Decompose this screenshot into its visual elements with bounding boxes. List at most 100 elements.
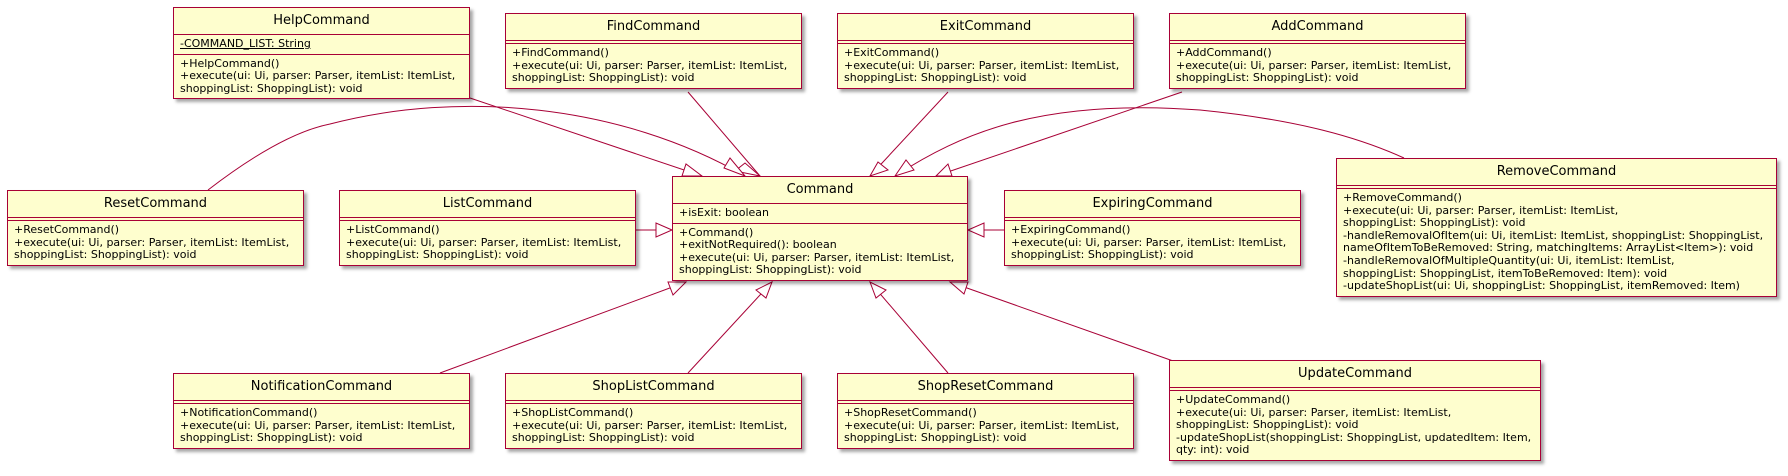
arrowhead-notification — [667, 281, 688, 296]
arrowhead-list — [655, 222, 674, 238]
method: +RemoveCommand() — [1343, 191, 1462, 204]
method: +execute(ui: Ui, parser: Parser, itemLis… — [14, 235, 290, 249]
edge-reset-command — [207, 105, 746, 191]
methods-section: +ListCommand() +execute(ui: Ui, parser: … — [340, 220, 635, 265]
methods-section: +AddCommand() +execute(ui: Ui, parser: P… — [1170, 43, 1465, 88]
class-reset-command: ResetCommand +ResetCommand() +execute(ui… — [7, 190, 304, 266]
edge-notification-command — [439, 281, 687, 374]
method: +HelpCommand() — [180, 56, 280, 70]
class-notification-command: NotificationCommand +NotificationCommand… — [173, 373, 470, 449]
class-update-command: UpdateCommand +UpdateCommand() +execute(… — [1169, 360, 1541, 461]
edge-shoplist-command — [687, 281, 773, 374]
method: shoppingList: ShoppingList): void — [1343, 216, 1526, 230]
method: +ShopListCommand() — [512, 406, 634, 419]
method: +execute(ui: Ui, parser: Parser, itemLis… — [844, 58, 1120, 72]
arrowhead-expiring — [966, 222, 985, 238]
method: +AddCommand() — [1176, 46, 1272, 59]
method: shoppingList: ShoppingList): void — [180, 431, 363, 445]
edge-exit-command — [869, 91, 949, 177]
methods-section: +HelpCommand() +execute(ui: Ui, parser: … — [174, 53, 469, 99]
class-find-command: FindCommand +FindCommand() +execute(ui: … — [505, 13, 802, 89]
method: +ExitCommand() — [844, 46, 940, 59]
attributes-section: -COMMAND_LIST: String — [174, 35, 469, 54]
method: shoppingList: ShoppingList): void — [1176, 71, 1359, 85]
class-name: FindCommand — [506, 14, 801, 41]
method: +execute(ui: Ui, parser: Parser, itemLis… — [512, 58, 788, 72]
method: +execute(ui: Ui, parser: Parser, itemLis… — [346, 235, 622, 249]
method: +exitNotRequired(): boolean — [679, 238, 837, 252]
arrowhead-update — [948, 281, 969, 295]
class-shoplist-command: ShopListCommand +ShopListCommand() +exec… — [505, 373, 802, 449]
method: +execute(ui: Ui, parser: Parser, itemLis… — [1343, 203, 1619, 217]
method: shoppingList: ShoppingList): void — [844, 71, 1027, 85]
edge-help-command — [469, 97, 703, 177]
class-name: NotificationCommand — [174, 374, 469, 401]
method: +Command() — [679, 225, 754, 239]
method: +FindCommand() — [512, 46, 609, 59]
methods-section: +ExpiringCommand() +execute(ui: Ui, pars… — [1005, 220, 1300, 265]
methods-section: +ExitCommand() +execute(ui: Ui, parser: … — [838, 43, 1133, 88]
method: shoppingList: ShoppingList): void — [1176, 418, 1359, 432]
method: shoppingList: ShoppingList): void — [14, 248, 197, 262]
methods-section: +UpdateCommand() +execute(ui: Ui, parser… — [1170, 390, 1540, 460]
methods-section: +NotificationCommand() +execute(ui: Ui, … — [174, 403, 469, 448]
class-shopreset-command: ShopResetCommand +ShopResetCommand() +ex… — [837, 373, 1134, 449]
method: shoppingList: ShoppingList): void — [346, 248, 529, 262]
class-name: RemoveCommand — [1337, 159, 1776, 186]
class-name: ShopResetCommand — [838, 374, 1133, 401]
class-expiring-command: ExpiringCommand +ExpiringCommand() +exec… — [1004, 190, 1301, 266]
class-name: ResetCommand — [8, 191, 303, 218]
methods-section: +ResetCommand() +execute(ui: Ui, parser:… — [8, 220, 303, 265]
method: +UpdateCommand() — [1176, 393, 1291, 406]
arrowhead-shopreset — [869, 280, 887, 299]
class-list-command: ListCommand +ListCommand() +execute(ui: … — [339, 190, 636, 266]
method: +ShopResetCommand() — [844, 406, 977, 419]
method: +execute(ui: Ui, parser: Parser, itemLis… — [180, 418, 456, 432]
class-help-command: HelpCommand -COMMAND_LIST: String +HelpC… — [173, 7, 470, 100]
method: shoppingList: ShoppingList): void — [1011, 248, 1194, 262]
edge-add-command — [935, 91, 1183, 177]
method: +NotificationCommand() — [180, 406, 318, 419]
class-name: UpdateCommand — [1170, 361, 1540, 388]
method: -updateShopList(shoppingList: ShoppingLi… — [1176, 430, 1532, 444]
class-name: ShopListCommand — [506, 374, 801, 401]
arrowhead-remove — [893, 159, 915, 177]
edge-shopreset-command — [869, 281, 949, 374]
method: +execute(ui: Ui, parser: Parser, itemLis… — [679, 250, 955, 264]
edge-find-command — [687, 91, 761, 177]
method: +execute(ui: Ui, parser: Parser, itemLis… — [1011, 235, 1287, 249]
method: shoppingList: ShoppingList, itemToBeRemo… — [1343, 266, 1668, 280]
method: -updateShopList(ui: Ui, shoppingList: Sh… — [1343, 279, 1740, 293]
method: +execute(ui: Ui, parser: Parser, itemLis… — [1176, 405, 1452, 419]
method: +ExpiringCommand() — [1011, 223, 1131, 236]
class-exit-command: ExitCommand +ExitCommand() +execute(ui: … — [837, 13, 1134, 89]
method: shoppingList: ShoppingList): void — [512, 431, 695, 445]
attributes-section: +isExit: boolean — [673, 204, 967, 223]
class-remove-command: RemoveCommand +RemoveCommand() +execute(… — [1336, 158, 1777, 297]
methods-section: +FindCommand() +execute(ui: Ui, parser: … — [506, 43, 801, 88]
method: +execute(ui: Ui, parser: Parser, itemLis… — [1176, 58, 1452, 72]
method: shoppingList: ShoppingList): void — [844, 431, 1027, 445]
method: +ListCommand() — [346, 223, 440, 236]
edge-update-command — [949, 281, 1177, 363]
class-command: Command +isExit: boolean +Command() +exi… — [672, 176, 968, 281]
class-name: ExpiringCommand — [1005, 191, 1300, 218]
attribute: -COMMAND_LIST: String — [180, 37, 311, 50]
method: shoppingList: ShoppingList): void — [679, 263, 862, 277]
methods-section: +RemoveCommand() +execute(ui: Ui, parser… — [1337, 188, 1776, 296]
class-name: Command — [673, 177, 967, 204]
method: shoppingList: ShoppingList): void — [512, 71, 695, 85]
class-add-command: AddCommand +AddCommand() +execute(ui: Ui… — [1169, 13, 1466, 89]
methods-section: +ShopResetCommand() +execute(ui: Ui, par… — [838, 403, 1133, 448]
class-name: HelpCommand — [174, 8, 469, 35]
method: +execute(ui: Ui, parser: Parser, itemLis… — [180, 69, 456, 83]
arrowhead-shoplist — [755, 280, 773, 299]
methods-section: +ShopListCommand() +execute(ui: Ui, pars… — [506, 403, 801, 448]
class-name: ExitCommand — [838, 14, 1133, 41]
arrowhead-add — [934, 163, 953, 177]
attribute: +isExit: boolean — [679, 206, 770, 219]
method: +execute(ui: Ui, parser: Parser, itemLis… — [844, 418, 1120, 432]
methods-section: +Command() +exitNotRequired(): boolean +… — [673, 222, 967, 280]
arrowhead-help — [681, 163, 704, 177]
